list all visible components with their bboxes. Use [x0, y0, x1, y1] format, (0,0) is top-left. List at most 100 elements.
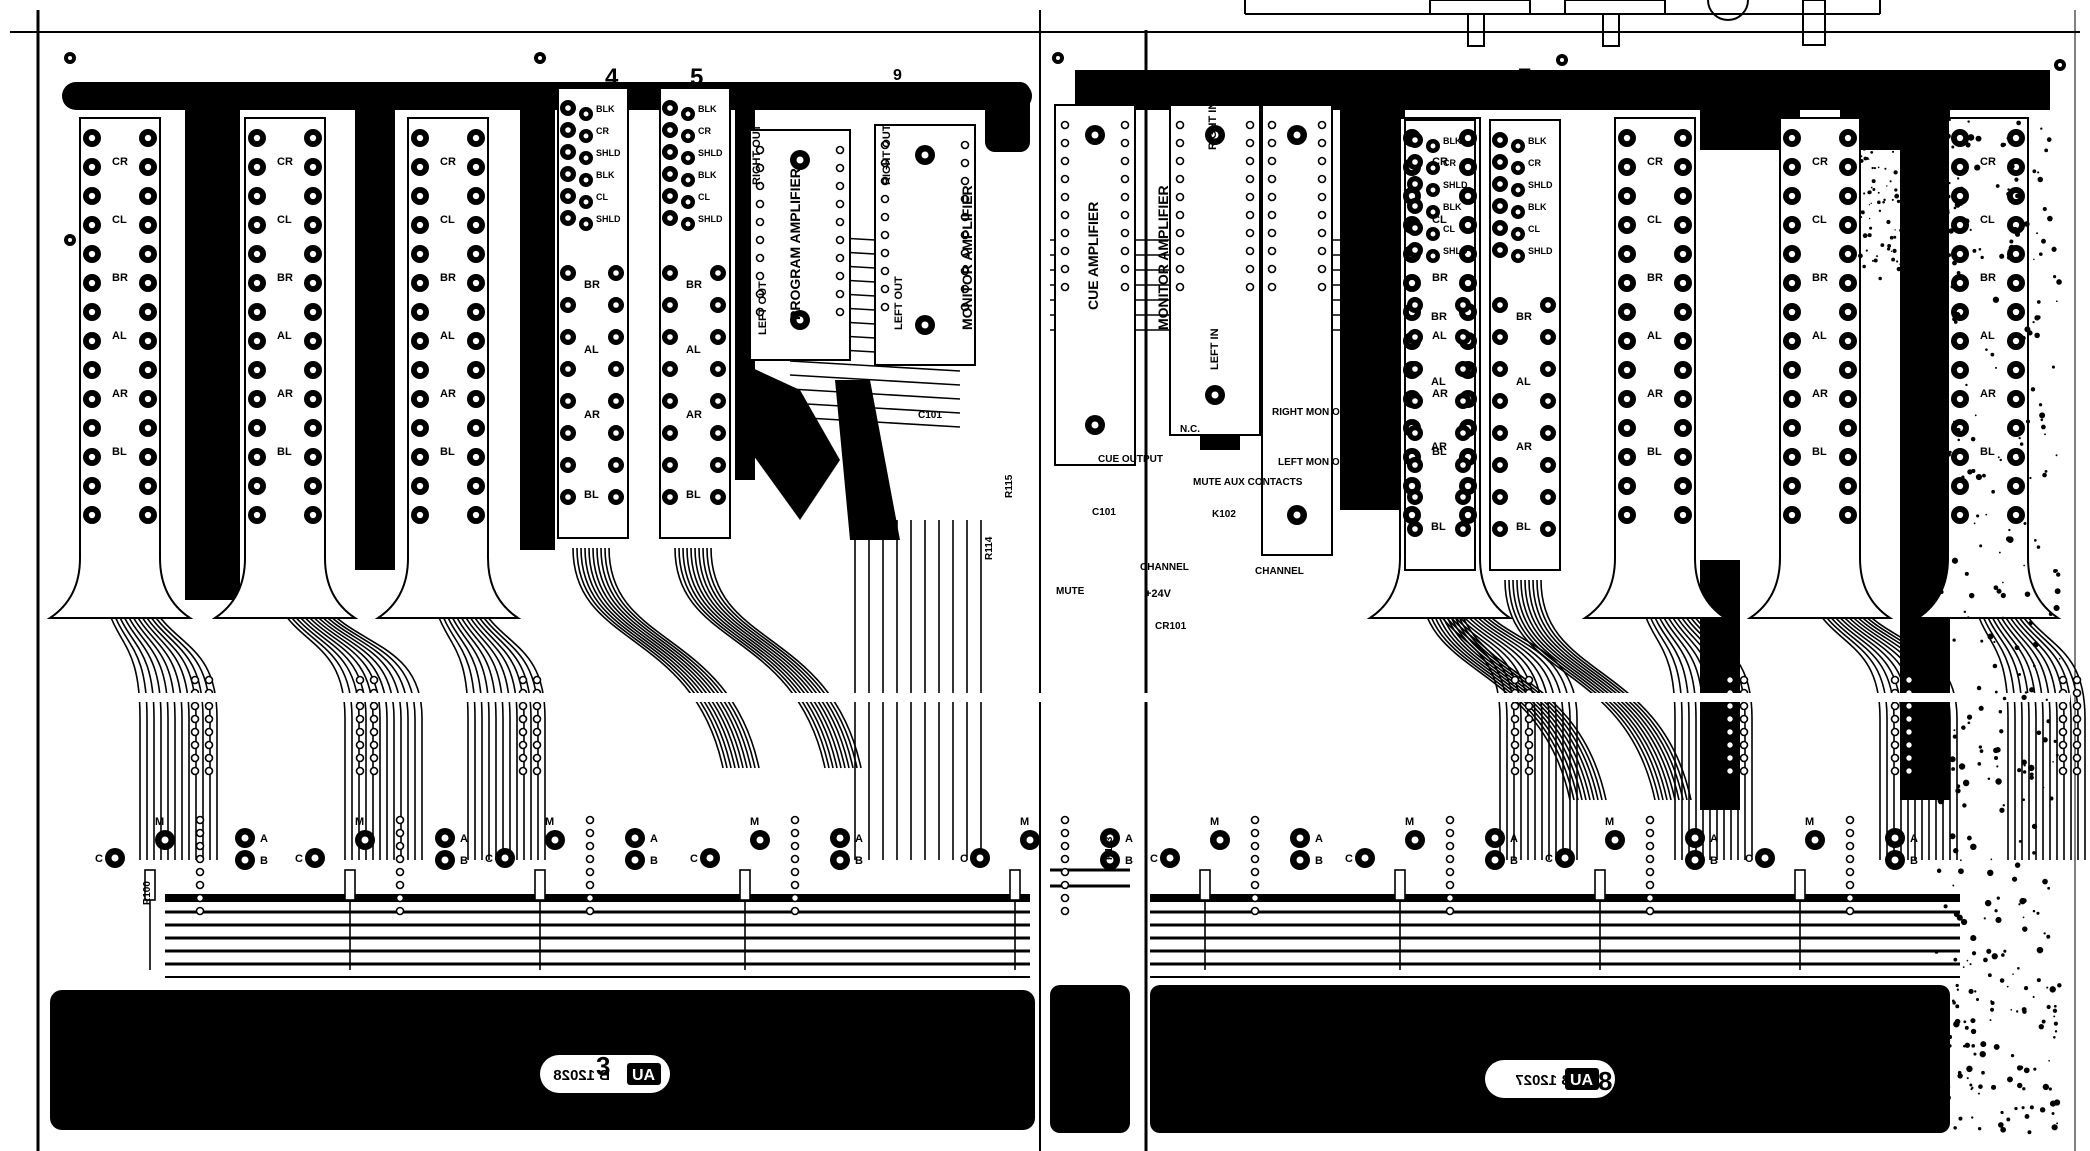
pad-hole — [144, 395, 152, 403]
small-pad — [1845, 867, 1855, 877]
pad-hole — [1956, 366, 1964, 374]
pad-hole — [1091, 131, 1099, 139]
pad-hole — [2012, 482, 2020, 490]
pad-hole — [88, 163, 96, 171]
small-pad — [195, 828, 205, 838]
speck — [2021, 759, 2027, 765]
bus-label: A — [1315, 833, 1323, 845]
small-pad — [195, 854, 205, 864]
speck — [2015, 193, 2020, 199]
small-pad — [190, 740, 200, 750]
resistor — [1594, 869, 1606, 901]
pad-hole — [1497, 398, 1503, 404]
speck — [2055, 569, 2058, 573]
pad-hole — [583, 199, 589, 205]
pad-hole — [1844, 134, 1852, 142]
left-out-label-2: LEFT OUT — [893, 276, 905, 330]
small-pad — [1445, 854, 1455, 864]
speck — [1872, 188, 1876, 191]
speck — [2041, 1019, 2046, 1024]
connector-label: CL — [440, 214, 455, 226]
small-pad — [1904, 753, 1914, 763]
speck — [2002, 616, 2004, 619]
small-pad — [1060, 264, 1070, 274]
speck — [1927, 165, 1932, 170]
connector-label: AR — [1431, 441, 1447, 453]
small-pad — [395, 854, 405, 864]
speck — [1993, 747, 1999, 754]
small-pad — [369, 753, 379, 763]
speck — [1941, 184, 1944, 187]
speck — [1859, 215, 1863, 219]
fan-trace — [572, 547, 724, 769]
speck — [2048, 1087, 2052, 1091]
small-pad — [1060, 120, 1070, 130]
speck — [2038, 252, 2043, 256]
speck — [1862, 233, 1868, 239]
speck — [2000, 1126, 2007, 1133]
small-pad — [2058, 701, 2068, 711]
pad-hole — [1106, 856, 1114, 864]
speck — [2006, 985, 2009, 988]
fan-trace — [604, 547, 756, 769]
speck — [1948, 450, 1952, 454]
speck — [1955, 1004, 1960, 1009]
connector-label: AR — [1432, 388, 1448, 400]
speck — [1871, 166, 1874, 170]
pad-hole — [1844, 424, 1852, 432]
small-pad — [1245, 246, 1255, 256]
speck — [1945, 94, 1951, 100]
speck — [2000, 142, 2006, 148]
small-pad — [1245, 156, 1255, 166]
speck — [1959, 859, 1962, 862]
speck — [2018, 673, 2021, 676]
connector-label: CL — [1812, 214, 1827, 226]
speck — [2027, 1130, 2032, 1135]
pad-hole — [1679, 134, 1687, 142]
small-pad — [1267, 246, 1277, 256]
small-pad — [1060, 138, 1070, 148]
pad-hole — [472, 134, 480, 142]
small-pad — [395, 841, 405, 851]
bus-label: C — [960, 853, 968, 865]
bus-label: M — [1020, 816, 1029, 828]
small-pad — [518, 727, 528, 737]
speck — [1917, 207, 1920, 210]
connector-outline — [374, 117, 522, 619]
pad-hole — [565, 215, 571, 221]
connector-label: CR — [1432, 156, 1448, 168]
speck — [1913, 189, 1916, 193]
speck — [1970, 843, 1977, 851]
small-pad — [1245, 120, 1255, 130]
pad-hole — [361, 836, 369, 844]
speck — [1949, 756, 1956, 763]
connector-label: BR — [277, 272, 293, 284]
small-pad — [1060, 228, 1070, 238]
sheet-number-8: 8 — [1598, 1066, 1612, 1096]
pad-hole — [1844, 250, 1852, 258]
speck — [2022, 926, 2028, 932]
pad-hole — [715, 494, 721, 500]
small-pad — [195, 841, 205, 851]
speck — [2020, 335, 2024, 340]
speck — [1867, 233, 1872, 238]
small-pad — [880, 140, 890, 150]
speck — [1927, 155, 1929, 158]
pad-hole — [309, 308, 317, 316]
connector-outline — [211, 117, 359, 619]
small-pad — [1645, 867, 1655, 877]
connector-label: CL — [112, 214, 127, 226]
small-pad — [790, 854, 800, 864]
speck — [1966, 1065, 1973, 1073]
speck — [2053, 1004, 2057, 1008]
speck — [2019, 1065, 2024, 1070]
connector-label: AL — [277, 330, 292, 342]
pad-hole — [613, 430, 619, 436]
speck — [1870, 151, 1874, 154]
connector-label: BL — [584, 489, 599, 501]
pad-hole — [1464, 134, 1472, 142]
pad-hole — [144, 221, 152, 229]
small-pad — [835, 181, 845, 191]
pad-hole — [613, 398, 619, 404]
pad-hole — [1412, 159, 1418, 165]
